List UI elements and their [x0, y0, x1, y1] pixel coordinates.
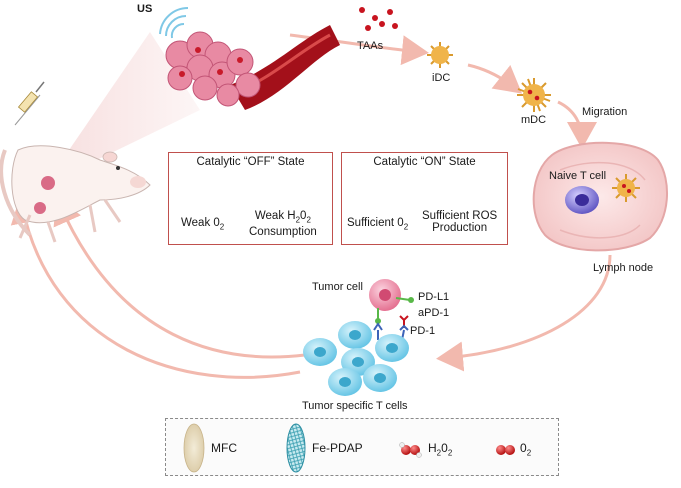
- on-left-caption: Sufficient 02: [347, 217, 409, 232]
- arrow-to-t-cells: [436, 254, 612, 372]
- taa-antigen-dots: [359, 7, 398, 31]
- pd-l1-label: PD-L1: [418, 291, 450, 303]
- tumor-cell-label: Tumor cell: [312, 281, 363, 293]
- o2-molecule-icon: [496, 445, 515, 455]
- magnification-beam: [45, 32, 200, 185]
- arrow-to-idc: [289, 33, 429, 66]
- lymph-node: [532, 141, 668, 252]
- on-panel-title: Catalytic “ON” State: [373, 156, 476, 168]
- syringe-icon: [14, 81, 45, 126]
- mdc-label: mDC: [521, 114, 547, 126]
- catalytic-on-panel: Catalytic “ON” State Sufficient 02 Suffi…: [341, 152, 508, 245]
- tumor-specific-t-cells-label: Tumor specific T cells: [302, 400, 408, 412]
- legend-h2o2-label: H202: [428, 441, 453, 458]
- tumor-tissue-illustration: [165, 25, 340, 110]
- legend-box: MFC Fe-PDAP H202 02: [165, 418, 559, 476]
- h2o2-molecule-icon: [399, 442, 422, 458]
- immature-dendritic-cell: [427, 42, 453, 68]
- arrow-to-mdc: [467, 63, 523, 94]
- mfc-nanoparticle-icon: [183, 423, 205, 473]
- idc-label: iDC: [432, 72, 451, 84]
- fe-pdap-nanoparticle-icon: [286, 423, 306, 473]
- apd-1-label: aPD-1: [418, 307, 450, 319]
- us-label: US: [137, 3, 153, 15]
- pd-1-receptor: [399, 324, 409, 331]
- tumor-cell: [369, 279, 401, 311]
- off-panel-title: Catalytic “OFF” State: [196, 156, 305, 168]
- t-cell-cluster: [303, 321, 409, 396]
- ultrasound-wave-icon: [159, 6, 189, 39]
- legend-fe-pdap-label: Fe-PDAP: [312, 441, 363, 455]
- migration-label: Migration: [582, 106, 628, 118]
- mouse-illustration: [0, 81, 151, 243]
- arrow-to-lymph-node: [557, 100, 597, 149]
- naive-t-cell-label: Naive T cell: [549, 170, 607, 182]
- lymph-node-label: Lymph node: [593, 262, 654, 274]
- taas-label: TAAs: [357, 40, 384, 52]
- arrow-t-cells-to-mouse-1: [53, 196, 306, 359]
- legend-icons: [183, 423, 515, 473]
- apd-1-antibody: [399, 315, 409, 322]
- pd-1-label: PD-1: [410, 325, 436, 337]
- arrow-t-cells-to-mouse-2: [10, 196, 301, 379]
- pd-l1-marker: [408, 297, 414, 303]
- mature-dendritic-cell: [517, 78, 551, 112]
- legend-o2-label: 02: [520, 441, 532, 458]
- legend-mfc-label: MFC: [211, 441, 237, 455]
- off-left-caption: Weak 02: [181, 217, 225, 232]
